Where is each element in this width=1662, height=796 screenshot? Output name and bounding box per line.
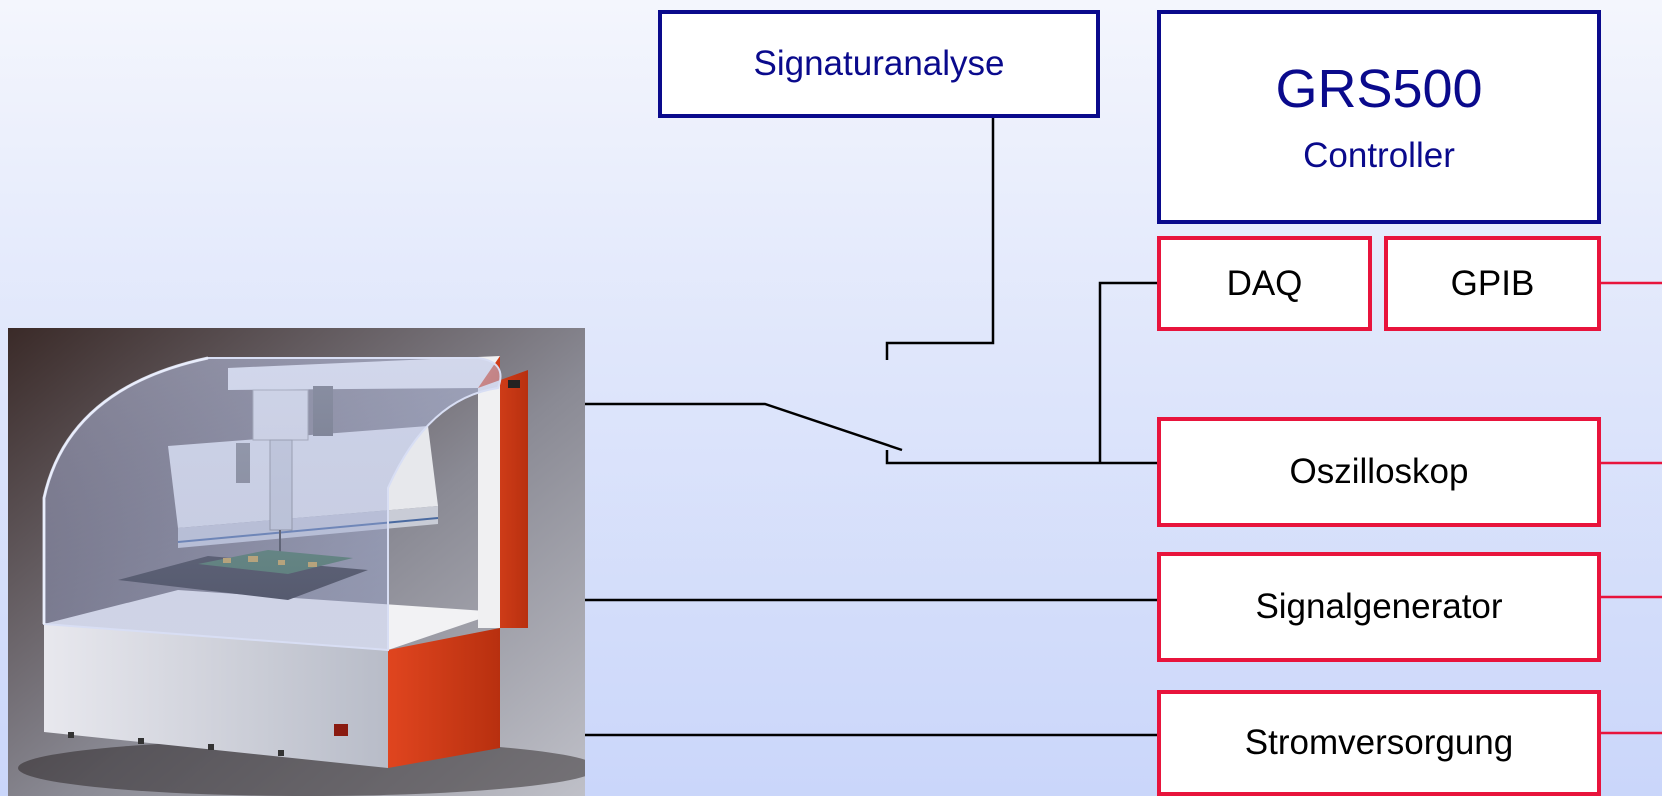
daq-label: DAQ: [1226, 263, 1303, 303]
gpib-label: GPIB: [1450, 263, 1535, 303]
stromversorgung-box: Stromversorgung: [1157, 690, 1601, 796]
signaturanalyse-label: Signaturanalyse: [753, 44, 1005, 83]
grs500-title: GRS500: [1275, 59, 1483, 119]
flying-probe-tester-machine-icon: [8, 328, 585, 796]
oszilloskop-box: Oszilloskop: [1157, 417, 1601, 527]
daq-box: DAQ: [1157, 236, 1372, 331]
signalgenerator-label: Signalgenerator: [1255, 587, 1503, 626]
signaturanalyse-box: Signaturanalyse: [658, 10, 1100, 118]
gpib-box: GPIB: [1384, 236, 1601, 331]
flying-probe-tester-image: [8, 328, 585, 796]
wire-switch-oszilloskop: [885, 450, 1160, 465]
wire-daq: [1098, 281, 1160, 463]
wire-machine-switch: [585, 402, 903, 452]
grs500-controller-box: GRS500 Controller: [1157, 10, 1601, 224]
oszilloskop-label: Oszilloskop: [1289, 452, 1469, 491]
wire-signaturanalyse: [885, 116, 995, 360]
grs500-subtitle: Controller: [1303, 136, 1455, 175]
signalgenerator-box: Signalgenerator: [1157, 552, 1601, 662]
stromversorgung-label: Stromversorgung: [1244, 723, 1514, 762]
